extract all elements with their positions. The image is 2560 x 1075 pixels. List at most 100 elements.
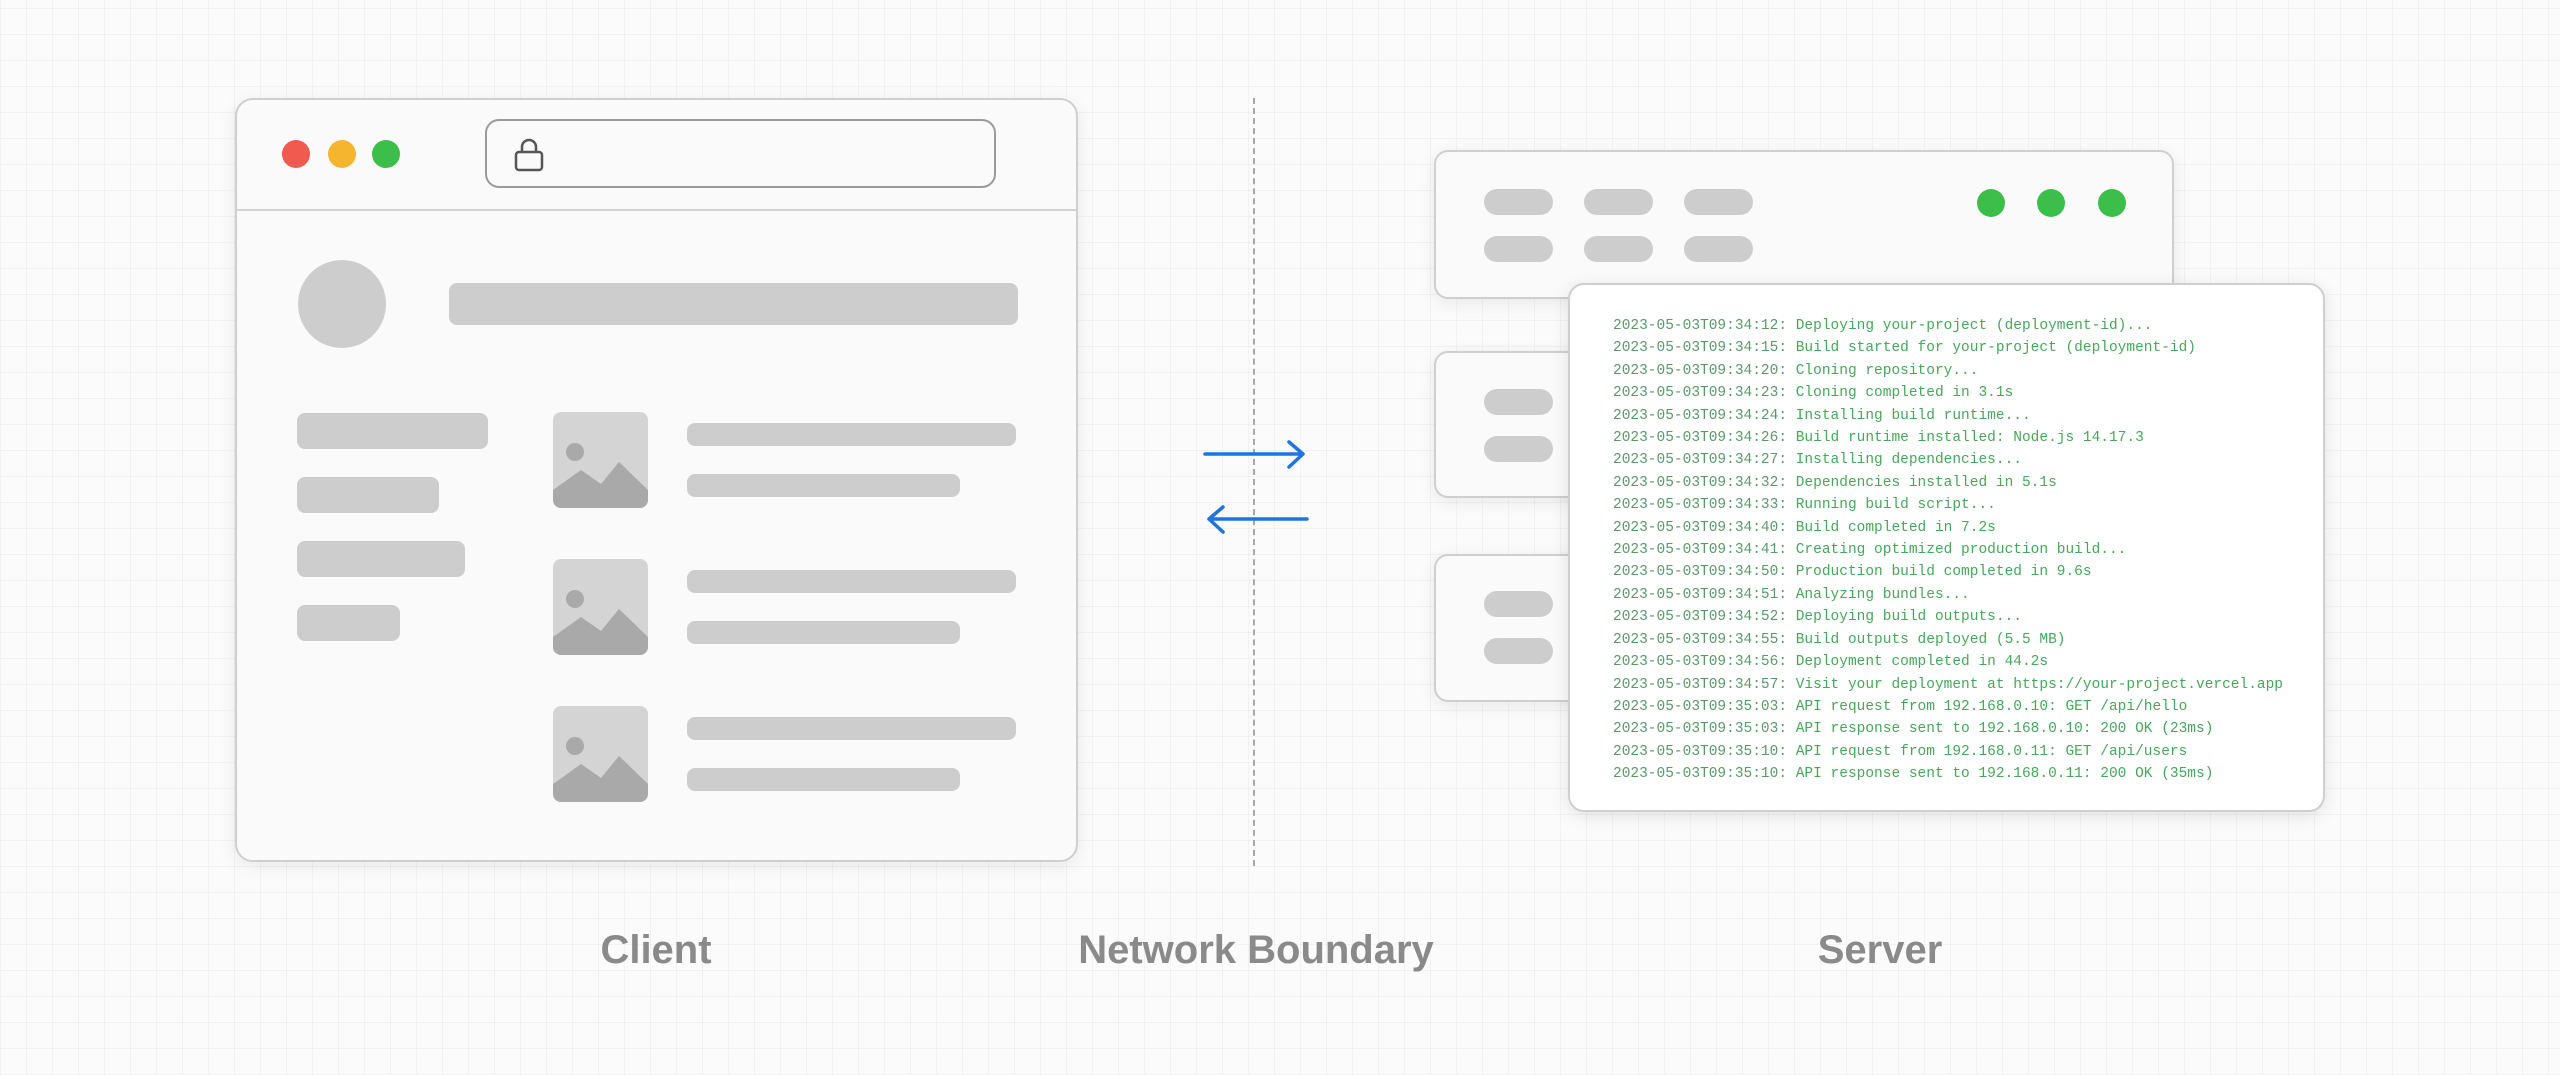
- address-bar: [485, 119, 996, 188]
- request-arrow-icon: [1203, 440, 1305, 469]
- log-message: Deploying build outputs...: [1795, 609, 2022, 626]
- log-line: 2023-05-03T09:34:20: Cloning repository.…: [1613, 360, 2323, 382]
- placeholder-pill: [1484, 236, 1553, 262]
- log-message: API request from 192.168.0.10: GET /api/…: [1795, 698, 2188, 715]
- log-message: Cloning completed in 3.1s: [1795, 385, 2014, 402]
- log-message: Analyzing bundles...: [1795, 586, 1970, 603]
- server-label: Server: [1817, 928, 1943, 972]
- placeholder-pill: [1484, 189, 1553, 215]
- log-line: 2023-05-03T09:34:55: Build outputs deplo…: [1613, 629, 2323, 651]
- log-message: Cloning repository...: [1795, 362, 1979, 379]
- log-timestamp: 2023-05-03T09:34:40:: [1613, 519, 1788, 536]
- log-line: 2023-05-03T09:34:26: Build runtime insta…: [1613, 427, 2323, 449]
- log-line: 2023-05-03T09:35:10: API response sent t…: [1613, 763, 2323, 785]
- log-line: 2023-05-03T09:34:23: Cloning completed i…: [1613, 382, 2323, 404]
- log-line: 2023-05-03T09:34:57: Visit your deployme…: [1613, 674, 2323, 696]
- title-placeholder: [449, 283, 1018, 325]
- log-timestamp: 2023-05-03T09:35:10:: [1613, 766, 1788, 783]
- placeholder-pill: [1484, 389, 1553, 415]
- log-line: 2023-05-03T09:35:10: API request from 19…: [1613, 741, 2323, 763]
- log-timestamp: 2023-05-03T09:35:10:: [1613, 743, 1788, 760]
- placeholder-pill: [1484, 436, 1553, 462]
- log-message: Deploying your-project (deployment-id)..…: [1795, 318, 2153, 334]
- placeholder-pill: [1584, 189, 1653, 215]
- status-dot: [2098, 189, 2126, 217]
- log-message: Dependencies installed in 5.1s: [1795, 474, 2057, 491]
- log-message: API request from 192.168.0.11: GET /api/…: [1795, 743, 2188, 760]
- list-item-title-placeholder: [687, 423, 1016, 446]
- server-log-panel: 2023-05-03T09:34:12: Deploying your-proj…: [1568, 283, 2325, 812]
- log-timestamp: 2023-05-03T09:34:12:: [1613, 318, 1788, 334]
- placeholder-pill: [1484, 591, 1553, 617]
- log-timestamp: 2023-05-03T09:34:55:: [1613, 631, 1788, 648]
- log-timestamp: 2023-05-03T09:34:26:: [1613, 430, 1788, 447]
- log-line: 2023-05-03T09:34:52: Deploying build out…: [1613, 606, 2323, 628]
- log-line: 2023-05-03T09:34:15: Build started for y…: [1613, 337, 2323, 359]
- placeholder-pill: [1684, 189, 1753, 215]
- status-dot: [2037, 189, 2065, 217]
- log-message: Creating optimized production build...: [1795, 542, 2127, 559]
- log-timestamp: 2023-05-03T09:34:50:: [1613, 564, 1788, 581]
- log-message: Installing build runtime...: [1795, 407, 2031, 424]
- log-line: 2023-05-03T09:34:33: Running build scrip…: [1613, 494, 2323, 516]
- log-timestamp: 2023-05-03T09:34:23:: [1613, 385, 1788, 402]
- status-dot: [1977, 189, 2005, 217]
- nav-placeholder: [297, 605, 400, 641]
- list-item-text-placeholder: [687, 768, 960, 791]
- log-line: 2023-05-03T09:34:24: Installing build ru…: [1613, 405, 2323, 427]
- maximize-dot: [372, 140, 400, 168]
- log-line: 2023-05-03T09:35:03: API response sent t…: [1613, 718, 2323, 740]
- lock-icon: [514, 138, 544, 172]
- list-item-title-placeholder: [687, 570, 1016, 593]
- log-timestamp: 2023-05-03T09:35:03:: [1613, 698, 1788, 715]
- header-divider: [237, 209, 1076, 211]
- nav-placeholder: [297, 413, 488, 449]
- placeholder-pill: [1484, 638, 1553, 664]
- log-message: Visit your deployment at https://your-pr…: [1795, 676, 2284, 693]
- log-timestamp: 2023-05-03T09:34:20:: [1613, 362, 1788, 379]
- placeholder-pill: [1684, 236, 1753, 262]
- close-dot: [282, 140, 310, 168]
- log-message: Installing dependencies...: [1795, 452, 2022, 469]
- log-timestamp: 2023-05-03T09:34:27:: [1613, 452, 1788, 469]
- image-icon: [553, 706, 648, 802]
- log-line: 2023-05-03T09:34:41: Creating optimized …: [1613, 539, 2323, 561]
- image-icon: [553, 412, 648, 508]
- log-timestamp: 2023-05-03T09:34:56:: [1613, 654, 1788, 671]
- log-line: 2023-05-03T09:35:03: API request from 19…: [1613, 696, 2323, 718]
- log-line: 2023-05-03T09:34:40: Build completed in …: [1613, 517, 2323, 539]
- log-timestamp: 2023-05-03T09:34:32:: [1613, 474, 1788, 491]
- log-line: 2023-05-03T09:34:50: Production build co…: [1613, 561, 2323, 583]
- log-message: Build outputs deployed (5.5 MB): [1795, 631, 2066, 648]
- list-item-text-placeholder: [687, 474, 960, 497]
- client-browser-window: [235, 98, 1078, 862]
- log-timestamp: 2023-05-03T09:34:24:: [1613, 407, 1788, 424]
- log-timestamp: 2023-05-03T09:35:03:: [1613, 721, 1788, 738]
- avatar: [298, 260, 386, 348]
- log-message: Deployment completed in 44.2s: [1795, 654, 2049, 671]
- log-timestamp: 2023-05-03T09:34:33:: [1613, 497, 1788, 514]
- log-timestamp: 2023-05-03T09:34:51:: [1613, 586, 1788, 603]
- log-message: Production build completed in 9.6s: [1795, 564, 2092, 581]
- log-line: 2023-05-03T09:34:27: Installing dependen…: [1613, 449, 2323, 471]
- image-icon: [553, 559, 648, 655]
- client-label: Client: [600, 928, 712, 972]
- minimize-dot: [328, 140, 356, 168]
- network-boundary-label: Network Boundary: [1078, 928, 1434, 972]
- log-timestamp: 2023-05-03T09:34:15:: [1613, 340, 1788, 357]
- network-boundary-line: [1253, 98, 1255, 866]
- placeholder-pill: [1584, 236, 1653, 262]
- log-line: 2023-05-03T09:34:32: Dependencies instal…: [1613, 472, 2323, 494]
- list-item-text-placeholder: [687, 621, 960, 644]
- log-message: API response sent to 192.168.0.11: 200 O…: [1795, 766, 2214, 783]
- response-arrow-icon: [1207, 505, 1309, 534]
- log-message: Build completed in 7.2s: [1795, 519, 1996, 536]
- log-message: API response sent to 192.168.0.10: 200 O…: [1795, 721, 2214, 738]
- nav-placeholder: [297, 477, 439, 513]
- log-timestamp: 2023-05-03T09:34:52:: [1613, 609, 1788, 626]
- log-line: 2023-05-03T09:34:12: Deploying your-proj…: [1613, 315, 2323, 337]
- log-timestamp: 2023-05-03T09:34:57:: [1613, 676, 1788, 693]
- log-timestamp: 2023-05-03T09:34:41:: [1613, 542, 1788, 559]
- log-message: Build runtime installed: Node.js 14.17.3: [1795, 430, 2144, 447]
- server-card: [1434, 150, 2174, 299]
